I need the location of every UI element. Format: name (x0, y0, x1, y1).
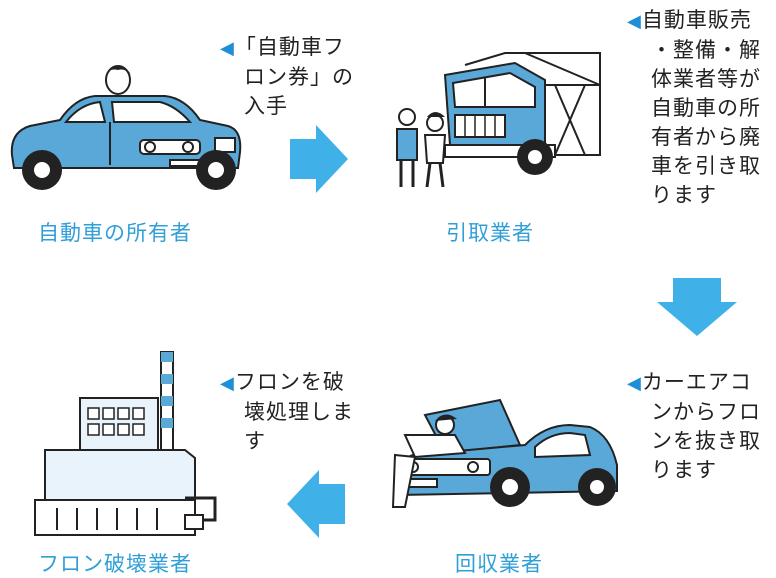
note-recovery-line-3: ンを抜き取 (651, 429, 761, 453)
note-collector-line-3: 体業者等が (651, 67, 761, 91)
note-collector: ◀自動車販売 ・整備・解 体業者等が 自動車の所 有者から廃 車を引き取 ります (627, 6, 761, 210)
note-collector-line-7: ります (651, 183, 717, 207)
owner-car-illustration (10, 65, 242, 190)
note-owner-line-2: ロン券」の (244, 65, 354, 89)
note-collector-line-5: 有者から廃 (651, 125, 761, 149)
note-destroyer-line-2: 壊処理しま (244, 400, 354, 424)
note-recovery-line-2: ンからフロ (651, 400, 761, 424)
destroyer-plant-illustration (34, 351, 217, 536)
stage-label-owner: 自動車の所有者 (38, 221, 192, 245)
note-collector-line-1: 自動車販売 (641, 8, 752, 32)
arrow-down-icon (657, 278, 737, 336)
note-recovery-line-4: ります (651, 458, 717, 482)
stage-label-collector: 引取業者 (446, 221, 534, 245)
arrow-left-icon (287, 470, 345, 538)
note-collector-line-6: 車を引き取 (651, 154, 761, 178)
recovery-car-illustration (391, 398, 618, 508)
note-recovery-line-1: カーエアコ (641, 370, 752, 394)
left-triangle-icon: ◀ (220, 38, 235, 59)
note-collector-line-2: ・整備・解 (651, 38, 761, 62)
arrow-right-icon (290, 125, 348, 193)
note-destroyer-line-3: す (244, 429, 266, 453)
collector-truck-illustration (396, 52, 601, 188)
note-collector-line-4: 自動車の所 (651, 96, 761, 120)
left-triangle-icon: ◀ (220, 373, 235, 394)
note-owner-line-1: 「自動車フ (234, 35, 345, 59)
note-destroyer: ◀フロンを破 壊処理しま す (220, 368, 354, 456)
note-recovery: ◀カーエアコ ンからフロ ンを抜き取 ります (627, 368, 761, 485)
stage-label-recovery: 回収業者 (455, 552, 543, 576)
stage-label-destroyer: フロン破壊業者 (38, 552, 192, 576)
left-triangle-icon: ◀ (627, 373, 642, 394)
left-triangle-icon: ◀ (627, 11, 642, 32)
note-destroyer-line-1: フロンを破 (234, 370, 345, 394)
note-owner: ◀「自動車フ ロン券」の 入手 (220, 33, 354, 121)
note-owner-line-3: 入手 (244, 94, 288, 118)
